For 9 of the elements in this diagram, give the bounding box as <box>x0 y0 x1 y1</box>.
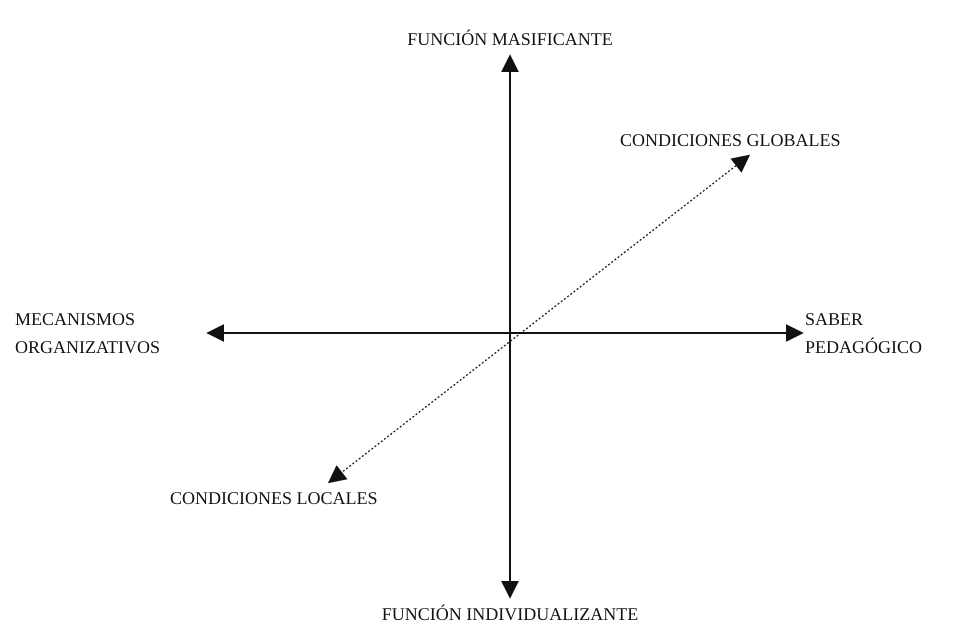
axis-label: FUNCIÓN MASIFICANTE <box>380 25 640 53</box>
double-arrow <box>501 54 519 599</box>
double-arrow <box>206 324 804 342</box>
axis-label: SABER PEDAGÓGICO <box>805 305 955 361</box>
double-arrow <box>328 154 750 484</box>
axis-label: MECANISMOS ORGANIZATIVOS <box>15 305 205 361</box>
axis-label: CONDICIONES GLOBALES <box>620 126 920 154</box>
axis-label: CONDICIONES LOCALES <box>170 484 450 512</box>
axis-label: FUNCIÓN INDIVIDUALIZANTE <box>360 600 660 628</box>
